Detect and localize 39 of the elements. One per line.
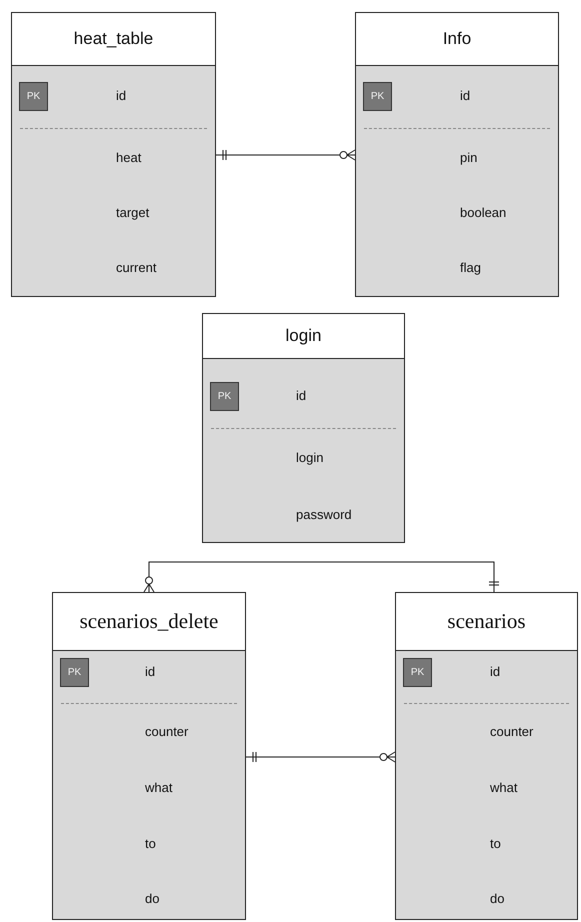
entity-table [202,313,405,543]
field-name: id [116,88,126,104]
entity-table [52,592,246,920]
table-name: login [286,326,322,346]
field-name: id [145,664,156,680]
field-name: boolean [460,205,506,221]
field-name: id [460,88,470,104]
field-name: current [116,260,156,276]
table-name: Info [442,29,472,49]
table-name: scenarios_delete [80,609,218,634]
entity-table [355,12,559,297]
field-name: password [296,507,352,523]
entity-table [11,12,216,297]
table-name: heat_table [74,29,154,49]
key-badge: PK [363,82,392,111]
field-name: do [490,891,504,907]
field-name: to [490,836,501,852]
field-name: pin [460,150,478,166]
relationship-line [246,752,396,762]
field-name: counter [145,724,188,740]
field-name: id [490,664,500,680]
key-badge: PK [60,658,89,687]
key-badge: PK [403,658,432,687]
relationship-line [144,562,499,592]
key-badge: PK [19,82,48,111]
table-name: scenarios [447,609,526,634]
field-name: what [490,780,518,796]
field-name: target [116,205,150,221]
entity-table [395,592,578,920]
field-name: to [145,836,156,852]
field-name: flag [460,260,481,276]
relationship-line [216,150,356,160]
field-name: what [145,780,172,796]
key-badge: PK [210,382,239,411]
field-name: heat [116,150,142,166]
field-name: login [296,450,324,466]
field-name: counter [490,724,534,740]
field-name: id [296,388,306,404]
field-name: do [145,891,160,907]
